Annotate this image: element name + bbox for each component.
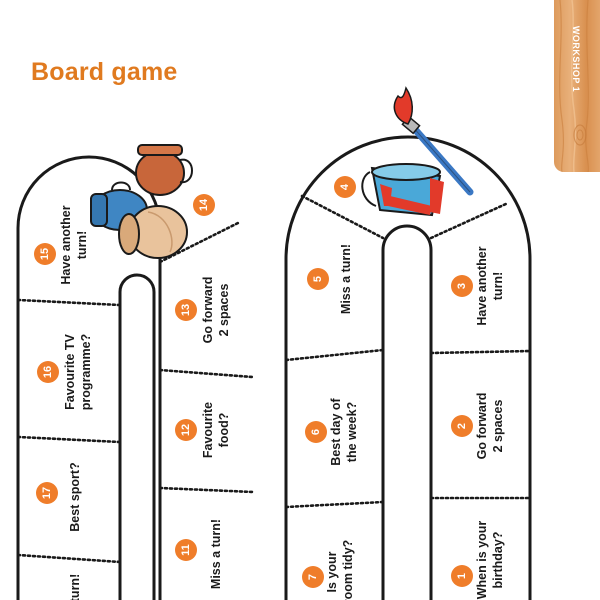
space-label-line: food?	[217, 413, 231, 448]
space-number: 16	[42, 366, 54, 378]
space-number-circle	[175, 299, 197, 321]
space-label-line: programme?	[79, 334, 93, 410]
space-number: 4	[339, 183, 351, 190]
space-number-circle	[451, 415, 473, 437]
paint-pot-brush-icon	[361, 86, 474, 217]
space-label-line: Have another	[475, 246, 489, 325]
workshop-tab: WORKSHOP 1	[554, 0, 600, 172]
board-space-18: turn!	[68, 574, 82, 600]
space-number: 5	[312, 276, 324, 282]
space-number: 13	[180, 304, 192, 316]
space-number: 2	[456, 423, 468, 429]
right-track-outer	[284, 135, 532, 600]
space-label-line: Favourite TV	[63, 333, 77, 409]
space-number: 15	[39, 248, 51, 260]
board-space-11: 11 Miss a turn!	[175, 519, 223, 589]
page-title: Board game	[31, 58, 178, 86]
space-label-line: the week?	[345, 402, 359, 462]
space-label-line: room tidy?	[341, 540, 355, 600]
space-number: 1	[456, 573, 468, 579]
space-label-line: Best sport?	[68, 462, 82, 531]
board-space-5: 5 Miss a turn!	[307, 244, 353, 314]
space-label-line: Go forward	[475, 393, 489, 460]
wood-grain-decoration	[559, 0, 590, 172]
space-number-circle	[307, 268, 329, 290]
space-number-circle	[302, 566, 324, 588]
space-number-circle	[451, 565, 473, 587]
space-number-circle	[334, 176, 356, 198]
space-number: 14	[198, 198, 210, 211]
space-number-circle	[34, 243, 56, 265]
space-dividers	[16, 194, 532, 564]
board-space-17: 17 Best sport?	[36, 462, 82, 532]
space-number-circle	[175, 539, 197, 561]
space-number: 11	[180, 544, 192, 556]
board-space-4: 4	[334, 176, 356, 198]
space-number: 17	[41, 487, 53, 499]
space-number-circle	[36, 482, 58, 504]
right-track-inner	[381, 224, 433, 600]
space-number: 7	[307, 574, 319, 580]
space-number-circle	[193, 194, 215, 216]
space-label-line: Have another	[59, 205, 73, 284]
left-track-inner	[118, 273, 156, 600]
space-label-line: Go forward	[201, 277, 215, 344]
space-label-line: turn!	[491, 272, 505, 300]
space-number-circle	[37, 361, 59, 383]
left-track-outer	[16, 155, 162, 600]
space-label-line: Best day of	[329, 397, 343, 465]
space-label-line: Favourite	[201, 402, 215, 458]
space-label-line: When is your	[475, 521, 489, 600]
space-number-circle	[175, 419, 197, 441]
space-label-line: turn!	[75, 231, 89, 259]
space-label-line: 2 spaces	[491, 400, 505, 453]
pots-icon	[90, 144, 193, 259]
space-number-circle	[305, 421, 327, 443]
board-space-14: 14	[193, 194, 215, 216]
space-number: 6	[310, 429, 322, 435]
space-number: 3	[456, 283, 468, 289]
space-label-line: birthday?	[491, 532, 505, 589]
space-label-line: Miss a turn!	[209, 519, 223, 589]
space-label-line: Miss a turn!	[339, 244, 353, 314]
space-number: 12	[180, 424, 192, 436]
space-label-line: 2 spaces	[217, 284, 231, 337]
space-label-line: turn!	[68, 574, 82, 600]
space-number-circle	[451, 275, 473, 297]
space-label-line: Is your	[325, 551, 339, 592]
